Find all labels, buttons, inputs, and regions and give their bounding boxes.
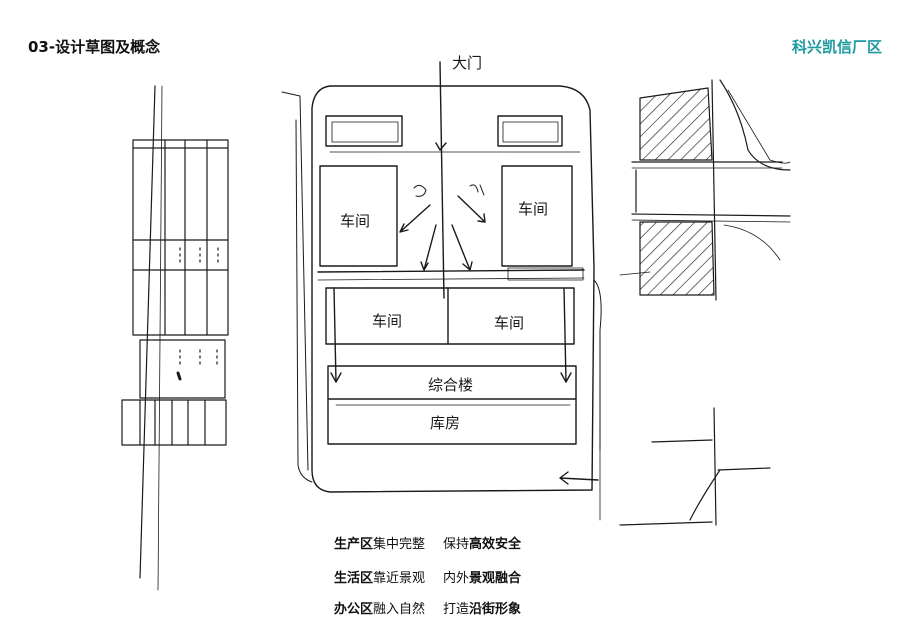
workshop-label-mid-right: 车间 [494,314,524,332]
left-street-sketch [121,85,229,591]
brand-name: 科兴凯信厂区 [791,38,882,56]
caption-line-office: 办公区融入自然打造沿街形象 [334,602,522,617]
page-title: 03-设计草图及概念 [28,38,161,56]
caption-line-living: 生活区靠近景观内外景观融合 [334,571,522,586]
workshop-label-mid-left: 车间 [372,312,402,330]
workshop-label-top-right: 车间 [518,200,548,218]
right-context-sketch [619,79,791,526]
caption-line-production: 生产区集中完整保持高效安全 [334,537,522,552]
north-label: 大门 [452,54,482,72]
site-plan-sketch [281,61,651,521]
warehouse-band-label: 库房 [430,414,460,432]
office-band-label: 综合楼 [428,376,473,394]
workshop-label-top-left: 车间 [340,212,370,230]
